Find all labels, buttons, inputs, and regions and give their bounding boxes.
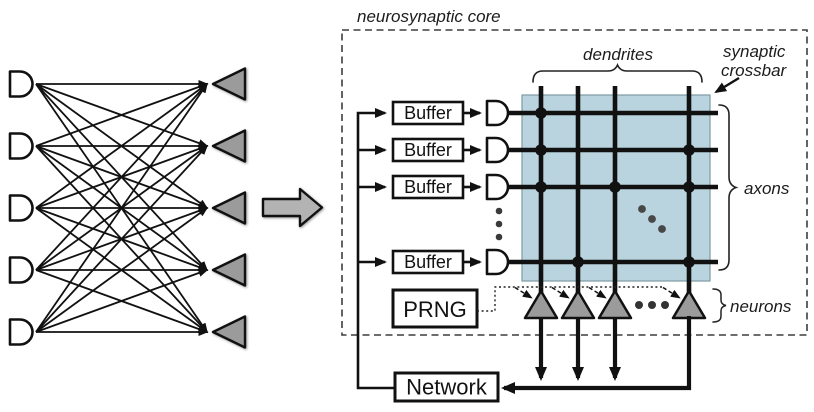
edge-4-2 [35, 207, 209, 333]
axons-brace [718, 104, 739, 271]
gate-icon-2 [485, 173, 510, 201]
neuron-output-lines [535, 316, 621, 381]
synaptic-crossbar-label-line2: crossbar [721, 61, 788, 80]
buffer-label-0: Buffer [404, 103, 452, 123]
neuron-icon-3 [671, 289, 707, 320]
buffer-box-3 [391, 249, 465, 275]
prng-arrow-1 [551, 286, 570, 299]
edge-1-0 [35, 83, 209, 147]
output-node-0 [211, 67, 247, 101]
buffer-ellipsis-icon [495, 207, 503, 241]
neuron-icon-2 [597, 289, 633, 320]
neuron-icon-1 [560, 289, 596, 320]
feedback-branches [358, 145, 387, 267]
neurons-brace [712, 288, 727, 323]
axons-label: axons [744, 179, 790, 198]
prng-label: PRNG [403, 297, 467, 322]
output-node-1 [211, 129, 247, 163]
edge-4-3 [35, 269, 209, 333]
synapse-dot-5 [683, 181, 695, 193]
synapse-dot-4 [609, 181, 621, 193]
prng-box [391, 288, 479, 329]
neuron-ellipsis-icon [635, 301, 669, 309]
buffer-label-2: Buffer [404, 177, 452, 197]
prng-arrow-0 [514, 286, 533, 299]
bipartite-edges [35, 80, 209, 336]
neuron-collect-line [501, 316, 692, 394]
buffer-label-1: Buffer [404, 140, 452, 160]
gate-icon-1 [485, 136, 510, 164]
buffer-box-1 [391, 137, 465, 163]
input-node-0 [8, 70, 34, 98]
prng-dashed-arrows [514, 286, 681, 299]
synapse-dot-1 [535, 144, 547, 156]
synapse-dot-2 [683, 144, 695, 156]
feedback-line [356, 108, 395, 390]
input-node-3 [8, 256, 34, 284]
crossbar-ellipsis-icon [638, 205, 666, 233]
buffer-box-2 [391, 174, 465, 200]
edge-2-0 [35, 83, 209, 209]
output-node-4 [211, 315, 247, 349]
network-box [393, 371, 500, 403]
buffer-box-0 [391, 100, 465, 126]
buffer-label-3: Buffer [404, 252, 452, 272]
dendrites-label: dendrites [583, 45, 653, 64]
input-node-4 [8, 318, 34, 346]
bipartite-input-nodes [8, 70, 34, 346]
output-node-2 [211, 191, 247, 225]
input-node-1 [8, 132, 34, 160]
edge-3-0 [35, 82, 209, 271]
dendrites-brace [532, 62, 703, 83]
synaptic-crossbar-label-line1: synaptic [723, 42, 786, 61]
gate-icon-0 [485, 99, 510, 127]
dendrite-lines [538, 86, 692, 316]
gate-icon-3 [485, 248, 510, 276]
bipartite-output-nodes [211, 67, 247, 349]
synapse-dot-3 [535, 181, 547, 193]
output-node-3 [211, 253, 247, 287]
prng-arrow-2 [588, 286, 607, 299]
synapse-dot-7 [683, 256, 695, 268]
edge-4-0 [35, 82, 208, 333]
input-node-2 [8, 194, 34, 222]
synapse-dots [535, 107, 695, 268]
synapse-dot-0 [535, 107, 547, 119]
core-boundary [341, 29, 808, 336]
neuron-icon-0 [523, 289, 559, 320]
edge-4-1 [35, 144, 209, 333]
synaptic-crossbar-pointer-arrow [714, 76, 740, 94]
neurons-label: neurons [730, 297, 792, 316]
synapse-dot-6 [572, 256, 584, 268]
maps-to-arrow-icon [261, 187, 324, 228]
prng-arrow-3 [662, 286, 681, 299]
core-title: neurosynaptic core [357, 7, 501, 26]
network-label: Network [406, 375, 488, 400]
neuron-triangles [523, 289, 707, 320]
prng-dotted-line [477, 286, 663, 312]
